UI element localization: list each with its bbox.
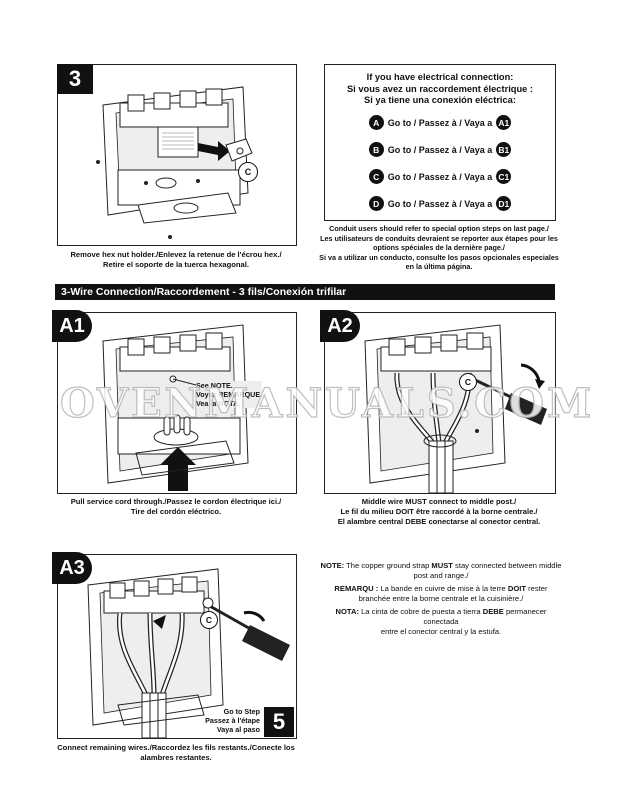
goto-row-c[interactable]: C Go to / Passez à / Vaya a C1 [325, 169, 555, 184]
goto-row-a[interactable]: A Go to / Passez à / Vaya a A1 [325, 115, 555, 130]
step3-panel: C [57, 64, 297, 246]
from-circle-c: C [368, 169, 384, 184]
note-en: NOTE: The copper ground strap MUST stay … [320, 561, 562, 580]
connection-box: If you have electrical connection: Si vo… [324, 64, 556, 221]
stepA3-illustration [87, 568, 290, 738]
connection-title: If you have electrical connection: Si vo… [346, 72, 533, 105]
from-circle-a: A [368, 115, 384, 130]
to-circle-b1: B1 [496, 142, 512, 157]
from-circle-d: D [368, 196, 384, 211]
stepA2-illustration [364, 324, 547, 493]
stepA3-callout-c: C [200, 611, 218, 629]
note-fr: REMARQU : La bande en cuivre de mise à l… [334, 584, 548, 603]
goto-row-d[interactable]: D Go to / Passez à / Vaya a D1 [325, 196, 555, 211]
stepA2-caption: Middle wire MUST connect to middle post.… [337, 497, 541, 526]
stepA1-note-callout: See NOTE. Voyez REMARQUE. Vea la NOTA. [196, 381, 263, 408]
to-circle-d1: D1 [496, 196, 512, 211]
stepA1-illustration [102, 324, 249, 491]
stepA1-panel: See NOTE. Voyez REMARQUE. Vea la NOTA. [57, 312, 297, 494]
goto-row-b[interactable]: B Go to / Passez à / Vaya a B1 [325, 142, 555, 157]
step3-caption: Remove hex nut holder./Enlevez la retenu… [70, 250, 282, 269]
note-block: NOTE: The copper ground strap MUST stay … [318, 561, 564, 637]
stepA2-badge: A2 [320, 310, 360, 342]
watermark: OVENMANUALS.COM [59, 379, 595, 427]
step3-callout-c: C [238, 162, 258, 182]
step3-badge: 3 [57, 64, 93, 94]
stepA3-caption: Connect remaining wires./Raccordez les f… [57, 743, 295, 762]
to-circle-a1: A1 [496, 115, 512, 130]
stepA2-callout-c: C [459, 373, 477, 391]
stepA3-goto-text: Go to Step Passez à l'étape Vaya al paso [205, 707, 260, 734]
step3-illustration [96, 86, 253, 239]
to-circle-c1: C1 [496, 169, 512, 184]
stepA1-caption: Pull service cord through./Passez le cor… [70, 497, 282, 516]
from-circle-b: B [368, 142, 384, 157]
stepA1-badge: A1 [52, 310, 92, 342]
stepA2-panel: C [324, 312, 556, 494]
stepA3-badge: A3 [52, 552, 92, 584]
stepA3-panel: C Go to Step Passez à l'étape Vaya al pa… [57, 554, 297, 739]
stepA3-goto-step[interactable]: 5 [264, 707, 294, 737]
conduit-note: Conduit users should refer to special op… [319, 224, 559, 272]
section-title: 3-Wire Connection/Raccordement - 3 fils/… [55, 284, 555, 300]
note-es: NOTA: La cinta de cobre de puesta a tier… [335, 607, 547, 636]
